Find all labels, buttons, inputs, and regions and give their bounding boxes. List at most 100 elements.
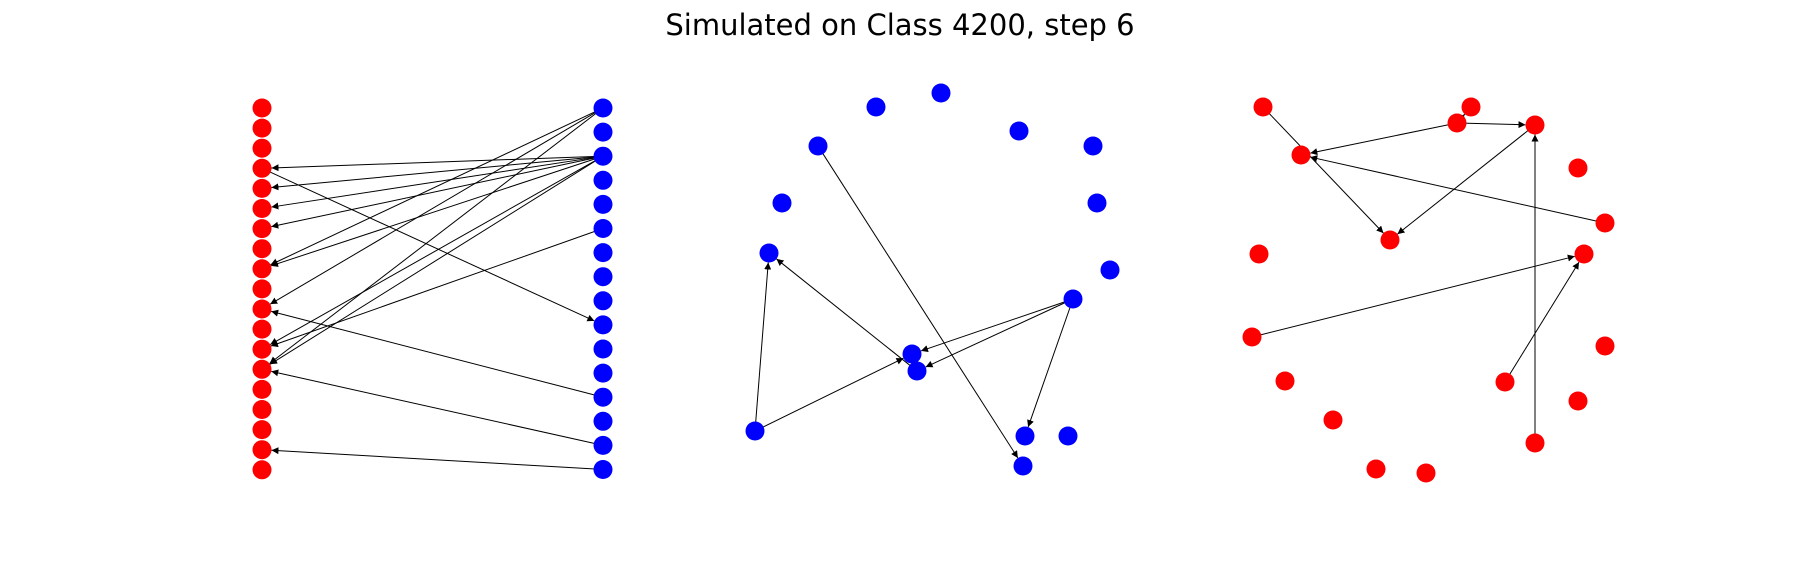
bipartite-node-b11 bbox=[593, 363, 613, 383]
bipartite-node-b6 bbox=[593, 243, 613, 263]
red-graph-node-13 bbox=[1568, 158, 1588, 178]
blue-graph-edge-6 bbox=[820, 150, 1019, 459]
blue-graph-edge-4 bbox=[754, 262, 772, 426]
red-graph-node-17 bbox=[1525, 433, 1545, 453]
bipartite-node-r4 bbox=[252, 178, 272, 198]
red-graph-node-5 bbox=[1249, 244, 1269, 264]
bipartite-edge-8 bbox=[270, 158, 599, 345]
bipartite-node-r10 bbox=[252, 299, 272, 319]
blue-graph-edge-3 bbox=[759, 357, 904, 429]
bipartite-node-r18 bbox=[252, 460, 272, 480]
bipartite-node-r16 bbox=[252, 420, 272, 440]
bipartite-node-b15 bbox=[593, 460, 613, 479]
blue-graph-node-6 bbox=[1083, 136, 1103, 156]
blue-graph-node-1 bbox=[1063, 289, 1083, 309]
bipartite-edge-1 bbox=[269, 110, 599, 305]
red-graph-edge-4 bbox=[1507, 261, 1580, 378]
nodes-layer bbox=[252, 83, 1615, 483]
bipartite-node-r5 bbox=[252, 199, 272, 218]
blue-graph-edge-2 bbox=[1027, 304, 1072, 428]
bipartite-node-r6 bbox=[252, 219, 272, 239]
bipartite-node-r13 bbox=[252, 359, 272, 379]
red-graph-edge-6 bbox=[1257, 254, 1575, 337]
blue-graph-node-13 bbox=[1009, 121, 1029, 141]
bipartite-edge-13 bbox=[271, 369, 598, 445]
bipartite-edge-14 bbox=[271, 447, 598, 470]
bipartite-edge-10 bbox=[266, 170, 595, 322]
blue-graph-node-3 bbox=[1087, 193, 1107, 213]
blue-graph-node-8 bbox=[759, 243, 779, 263]
bipartite-edge-9 bbox=[269, 158, 599, 365]
bipartite-node-b2 bbox=[593, 146, 613, 166]
blue-graph-node-14 bbox=[902, 344, 922, 364]
bipartite-node-r15 bbox=[252, 400, 272, 419]
bipartite-node-r12 bbox=[252, 339, 272, 359]
bipartite-node-b12 bbox=[593, 387, 613, 407]
red-graph-node-8 bbox=[1380, 230, 1400, 250]
bipartite-node-r2 bbox=[252, 138, 272, 158]
red-graph-node-3 bbox=[1275, 371, 1295, 391]
bipartite-node-r14 bbox=[252, 379, 272, 399]
red-graph-node-7 bbox=[1291, 145, 1311, 165]
blue-graph-node-7 bbox=[745, 421, 765, 441]
bipartite-node-r8 bbox=[252, 259, 272, 279]
red-graph-node-9 bbox=[1495, 372, 1515, 392]
blue-graph-node-0 bbox=[1058, 426, 1078, 446]
bipartite-node-b8 bbox=[593, 291, 613, 311]
bipartite-node-b4 bbox=[593, 194, 613, 214]
blue-graph-node-11 bbox=[866, 97, 886, 117]
red-graph-edge-3 bbox=[1397, 128, 1531, 235]
red-graph-node-2 bbox=[1323, 410, 1343, 430]
blue-graph-edge-5 bbox=[776, 258, 913, 368]
bipartite-edge-6 bbox=[271, 156, 598, 229]
blue-graph-node-9 bbox=[772, 193, 792, 213]
blue-graph-node-5 bbox=[1015, 426, 1035, 446]
red-graph-node-1 bbox=[1366, 459, 1386, 479]
bipartite-edge-3 bbox=[271, 155, 598, 172]
red-graph-node-11 bbox=[1461, 97, 1481, 117]
red-graph-node-16 bbox=[1568, 391, 1588, 411]
bipartite-node-r1 bbox=[252, 118, 272, 138]
bipartite-node-r17 bbox=[252, 440, 272, 460]
bipartite-edge-12 bbox=[271, 309, 598, 397]
bipartite-edge-4 bbox=[271, 156, 598, 191]
bipartite-edge-11 bbox=[270, 229, 598, 347]
bipartite-node-b3 bbox=[593, 170, 613, 190]
red-graph-edge-2 bbox=[1310, 123, 1452, 156]
bipartite-node-b7 bbox=[593, 267, 613, 287]
red-graph-node-6 bbox=[1253, 97, 1273, 117]
red-graph-node-18 bbox=[1574, 244, 1594, 264]
bipartite-node-b1 bbox=[593, 122, 613, 142]
bipartite-edge-0 bbox=[270, 109, 599, 266]
bipartite-node-r9 bbox=[252, 279, 272, 299]
red-graph-node-12 bbox=[1525, 115, 1545, 135]
red-graph-node-4 bbox=[1242, 327, 1262, 347]
bipartite-node-r7 bbox=[252, 239, 272, 259]
blue-graph-edge-0 bbox=[920, 300, 1068, 352]
blue-graph-node-4 bbox=[1013, 456, 1033, 476]
red-graph-edge-1 bbox=[1462, 121, 1526, 129]
blue-graph-node-12 bbox=[931, 83, 951, 103]
blue-graph-node-2 bbox=[1100, 260, 1120, 280]
red-graph-node-10 bbox=[1447, 113, 1467, 133]
red-graph-node-15 bbox=[1595, 336, 1615, 356]
edges-layer bbox=[266, 109, 1600, 470]
bipartite-edge-2 bbox=[269, 111, 599, 364]
blue-graph-node-10 bbox=[808, 136, 828, 156]
red-graph-node-0 bbox=[1416, 463, 1436, 483]
bipartite-node-r11 bbox=[252, 319, 272, 339]
bipartite-node-b10 bbox=[593, 339, 613, 359]
bipartite-node-b0 bbox=[593, 98, 613, 118]
bipartite-edge-5 bbox=[271, 156, 598, 210]
bipartite-node-b5 bbox=[593, 219, 613, 238]
bipartite-edge-7 bbox=[270, 157, 598, 267]
blue-graph-node-15 bbox=[907, 361, 927, 381]
blue-graph-edge-1 bbox=[925, 300, 1069, 368]
bipartite-node-b9 bbox=[593, 315, 613, 335]
figure-title: Simulated on Class 4200, step 6 bbox=[665, 8, 1135, 42]
red-graph-edge-5 bbox=[1310, 155, 1600, 223]
red-graph-node-14 bbox=[1595, 213, 1615, 233]
bipartite-node-b14 bbox=[593, 435, 613, 455]
bipartite-node-b13 bbox=[593, 411, 613, 431]
